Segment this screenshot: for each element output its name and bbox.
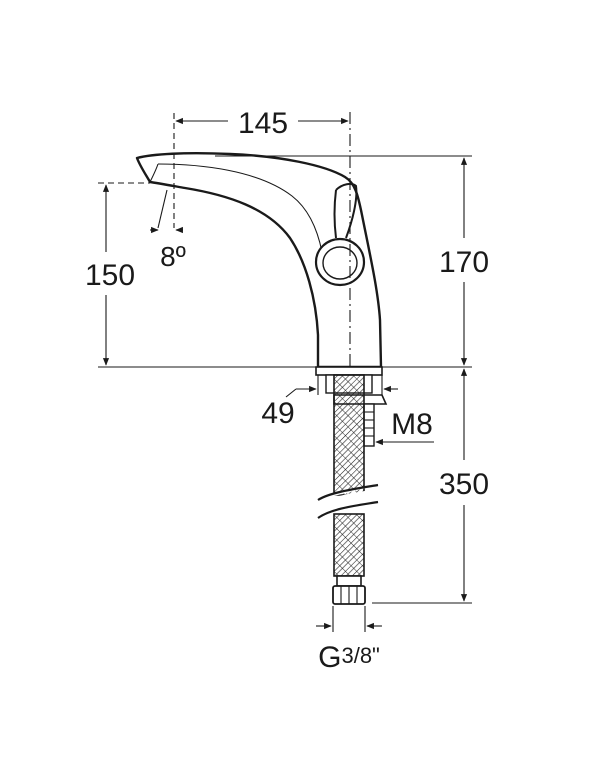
flexible-hose <box>317 374 379 605</box>
dimension-spout-angle: 8º <box>150 189 186 272</box>
dimension-base-diameter: 49 <box>261 375 398 430</box>
spout-outlet-line <box>149 163 159 183</box>
hose-length-label: 350 <box>439 468 489 501</box>
reach-label: 145 <box>238 107 288 140</box>
dimension-spout-height: 150 <box>85 182 316 368</box>
dimension-connection: G3/8" <box>316 606 382 674</box>
hose-break-lower <box>317 500 379 519</box>
thread-label: M8 <box>391 408 433 441</box>
base-flange <box>315 366 383 376</box>
base-diameter-label: 49 <box>261 397 294 430</box>
dimension-total-height: 170 <box>215 155 489 368</box>
angle-label: 8º <box>160 241 186 272</box>
connection-label: G3/8" <box>318 641 380 674</box>
hose-break-upper <box>317 483 379 501</box>
hose-ferrule <box>336 575 362 587</box>
handle-lever <box>335 182 358 239</box>
m8-stud <box>363 403 375 447</box>
handle-ring-inner <box>322 246 358 280</box>
dimension-hose-length: 350 <box>372 368 489 604</box>
total-height-label: 170 <box>439 246 489 279</box>
spout-inner-curve <box>157 163 323 253</box>
angle-line <box>157 189 168 229</box>
dimension-spout-reach: 145 <box>173 107 349 228</box>
spout-height-label: 150 <box>85 259 135 292</box>
callout-thread: M8 <box>375 408 434 446</box>
handle-lever-inner <box>333 189 337 239</box>
